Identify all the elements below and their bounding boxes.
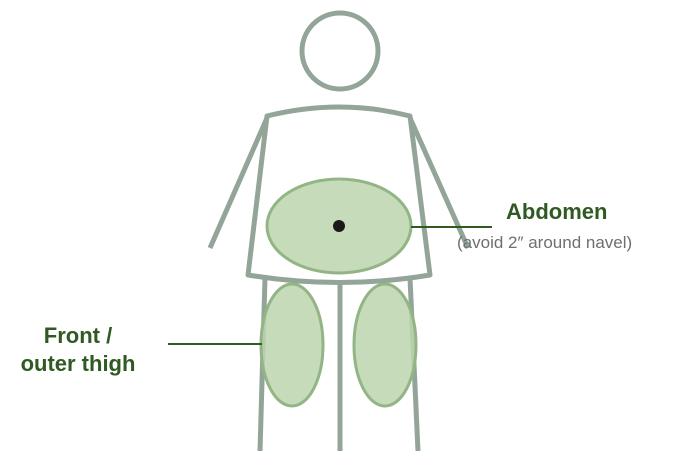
head-outline bbox=[302, 13, 378, 89]
navel-dot bbox=[333, 220, 345, 232]
thigh-label: Front / outer thigh bbox=[0, 322, 156, 378]
abdomen-label: Abdomen bbox=[506, 199, 607, 225]
left-thigh-zone bbox=[261, 284, 323, 406]
thigh-label-line-1: Front / bbox=[0, 322, 156, 350]
thigh-label-line-2: outer thigh bbox=[0, 350, 156, 378]
abdomen-note-label: (avoid 2″ around navel) bbox=[457, 233, 632, 253]
right-thigh-zone bbox=[354, 284, 416, 406]
